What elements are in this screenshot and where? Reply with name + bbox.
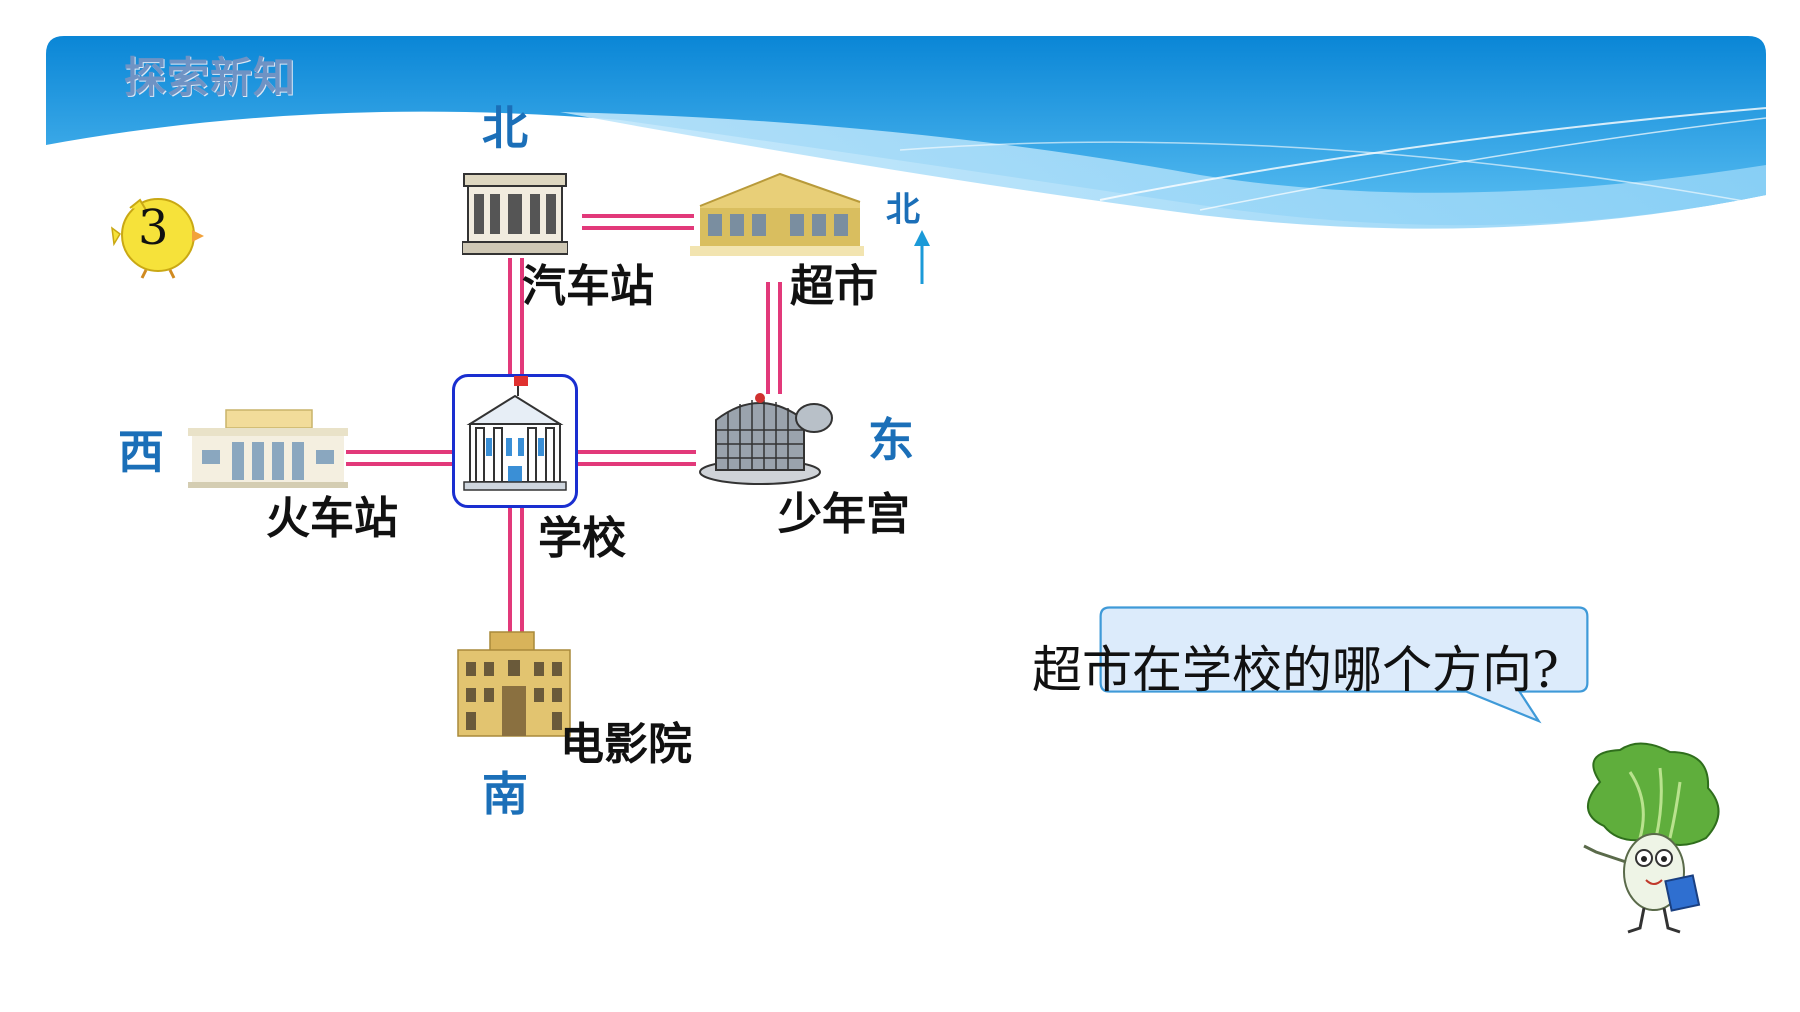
youth-palace-building-icon	[699, 393, 833, 485]
bus-station-building-icon	[462, 173, 568, 255]
train-station-building-icon	[188, 409, 348, 488]
place-supermarket: 超市	[790, 261, 878, 312]
place-train-station: 火车站	[266, 493, 398, 544]
cabbage-mascot-icon	[1583, 742, 1720, 934]
place-bus-station: 汽车站	[522, 261, 654, 312]
road-school-cinema	[508, 506, 524, 632]
road-bus-school	[508, 258, 524, 376]
chick-badge-icon	[111, 198, 204, 279]
place-school: 学校	[538, 513, 626, 564]
road-train-school	[346, 450, 454, 466]
speech-bubble	[1099, 606, 1589, 724]
road-bus-supermarket	[582, 214, 694, 230]
page-title: 探索新知	[124, 53, 297, 102]
label-west: 西	[118, 425, 164, 479]
header-banner	[46, 36, 1767, 229]
place-youth-palace: 少年宫	[778, 489, 910, 540]
north-arrow-icon	[914, 230, 930, 284]
question-text: 超市在学校的哪个方向?	[1032, 641, 1559, 699]
label-north: 北	[482, 101, 528, 155]
road-supermarket-palace	[766, 282, 782, 394]
label-east: 东	[868, 413, 914, 467]
north-arrow-label: 北	[886, 190, 920, 230]
supermarket-building-icon	[690, 172, 864, 256]
school-building-icon	[463, 376, 567, 491]
label-south: 南	[482, 767, 528, 821]
lesson-number: 3	[138, 200, 169, 256]
road-school-palace	[578, 450, 696, 466]
cinema-building-icon	[457, 631, 571, 737]
place-cinema: 电影院	[560, 719, 692, 770]
